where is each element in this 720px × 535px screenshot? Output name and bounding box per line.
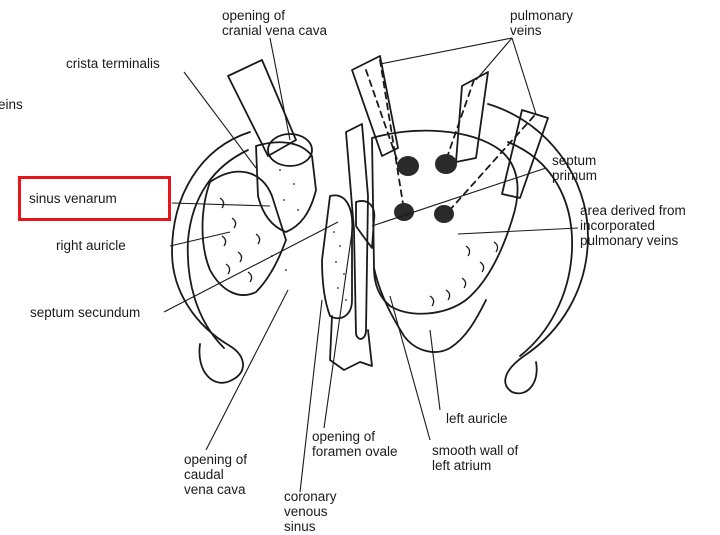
pectinate-ridge: [232, 218, 236, 228]
pectinate-ridge: [248, 272, 252, 282]
label-veins-fragment: eins: [0, 97, 23, 112]
outer-heart-wall: [172, 132, 250, 383]
label-smooth-wall: smooth wall of left atrium: [432, 443, 518, 473]
septum-secundum: [322, 195, 352, 318]
pulmonary-vein-tube-1: [352, 56, 398, 156]
stipple-dot: [345, 299, 347, 301]
label-caudal-vena-cava: opening of caudal vena cava: [184, 452, 247, 497]
pectinate-ridge: [226, 264, 230, 274]
leader-crista-terminalis: [184, 72, 256, 168]
pectinate-ridge: [480, 262, 484, 272]
pectinate-ridge: [256, 234, 260, 244]
leader-septum-secundum: [164, 222, 338, 312]
label-crista-terminalis: crista terminalis: [66, 56, 160, 71]
stipple-dot: [339, 245, 341, 247]
pulmonary-vein-opening-3: [394, 203, 414, 221]
leader-pulmonary-3: [512, 38, 536, 114]
leader-left-auricle: [430, 330, 440, 410]
label-septum-primum: septum primum: [552, 153, 597, 183]
leader-right-auricle: [170, 232, 230, 246]
septum-primum: [346, 124, 368, 339]
pectinate-ridge: [494, 242, 498, 252]
stipple-dot: [333, 231, 335, 233]
stipple-dot: [293, 183, 295, 185]
label-area-incorporated: area derived from incorporated pulmonary…: [580, 203, 686, 248]
stipple-dot: [279, 169, 281, 171]
pectinate-ridge: [220, 198, 224, 208]
stipple-dot: [297, 209, 299, 211]
leader-coronary-sinus: [300, 300, 322, 492]
label-cranial-vena-cava: opening of cranial vena cava: [222, 8, 327, 38]
pectinate-ridge: [238, 252, 242, 262]
pulmonary-vein-opening-4: [434, 205, 454, 223]
pulmonary-vein-dashed-3: [448, 116, 534, 212]
leader-cranial-vena-cava: [270, 38, 290, 140]
stipple-dot: [337, 287, 339, 289]
label-foramen-ovale: opening of foramen ovale: [312, 429, 398, 459]
leader-smooth-wall: [390, 296, 430, 440]
pectinate-ridge: [222, 236, 226, 246]
pulmonary-vein-opening-2: [435, 154, 457, 174]
left-atrium-wall: [374, 268, 486, 352]
pectinate-ridge: [430, 296, 434, 306]
leader-pulmonary-1: [380, 38, 512, 64]
label-left-auricle: left auricle: [446, 411, 508, 426]
right-atrium: [203, 172, 287, 295]
sinus-venarum-region: [256, 142, 316, 232]
label-coronary-sinus: coronary venous sinus: [284, 489, 337, 534]
label-pulmonary-veins: pulmonary veins: [510, 8, 573, 38]
leader-area-incorporated: [458, 228, 578, 234]
leader-sinus-venarum: [172, 203, 270, 206]
label-sinus-venarum: sinus venarum: [29, 191, 117, 206]
cranial-vena-cava-tube: [228, 60, 296, 156]
pulmonary-vein-dashed-2: [444, 80, 474, 166]
pectinate-ridge: [446, 290, 450, 300]
leader-foramen-ovale: [324, 232, 352, 428]
stipple-dot: [335, 261, 337, 263]
label-septum-secundum: septum secundum: [30, 305, 140, 320]
stipple-dot: [285, 269, 287, 271]
pulmonary-vein-tube-3: [502, 110, 548, 198]
septum-primum-flap: [356, 201, 374, 248]
pectinate-ridge: [462, 278, 466, 288]
stipple-dot: [283, 199, 285, 201]
stipple-dot: [343, 273, 345, 275]
leader-caudal-vena-cava: [206, 290, 288, 450]
pectinate-ridge: [466, 246, 470, 256]
label-right-auricle: right auricle: [56, 238, 126, 253]
pulmonary-vein-opening-1: [397, 156, 419, 176]
